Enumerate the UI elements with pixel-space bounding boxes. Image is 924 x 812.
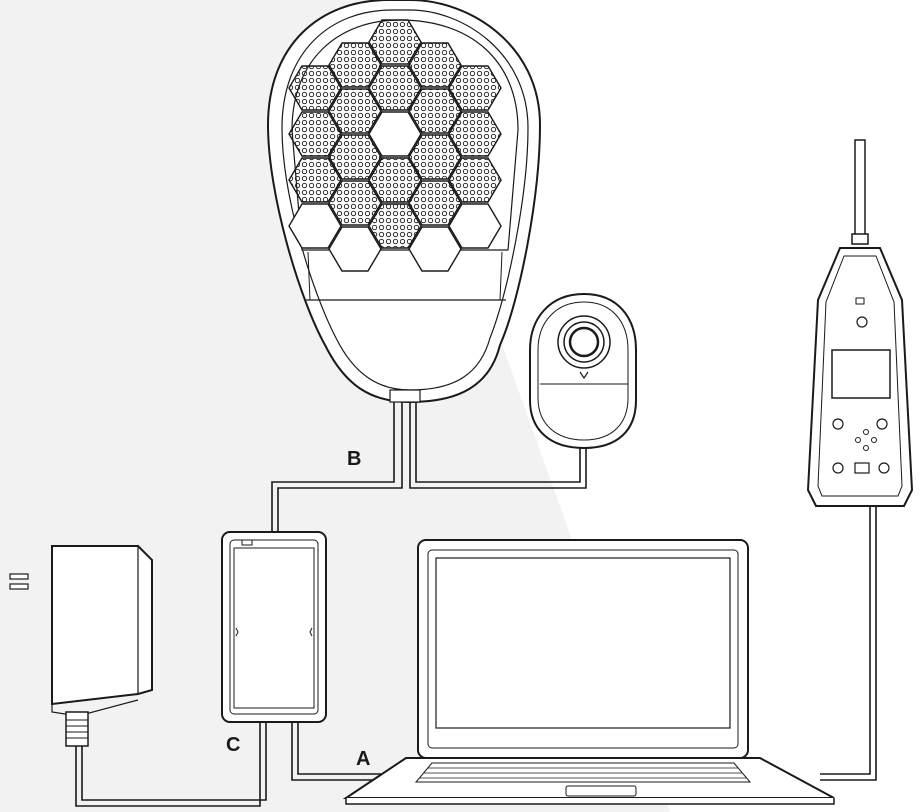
label-c: C (226, 734, 241, 756)
sound-level-meter-icon (806, 139, 914, 507)
laptop-icon (342, 539, 835, 805)
cable-box-to-laptop (291, 722, 384, 781)
amplifier-box-icon (221, 531, 327, 723)
cable-speaker-to-pedal (409, 400, 587, 489)
cable-meter-to-laptop (820, 500, 871, 775)
cables (75, 400, 877, 807)
speaker-icon (266, 0, 542, 404)
label-a: A (356, 748, 371, 770)
cable-box-to-adapter (75, 722, 261, 807)
power-adapter-icon (9, 545, 153, 747)
label-b: B (347, 448, 362, 470)
foot-pedal-icon (529, 292, 637, 450)
cable-speaker-to-box (277, 400, 403, 534)
